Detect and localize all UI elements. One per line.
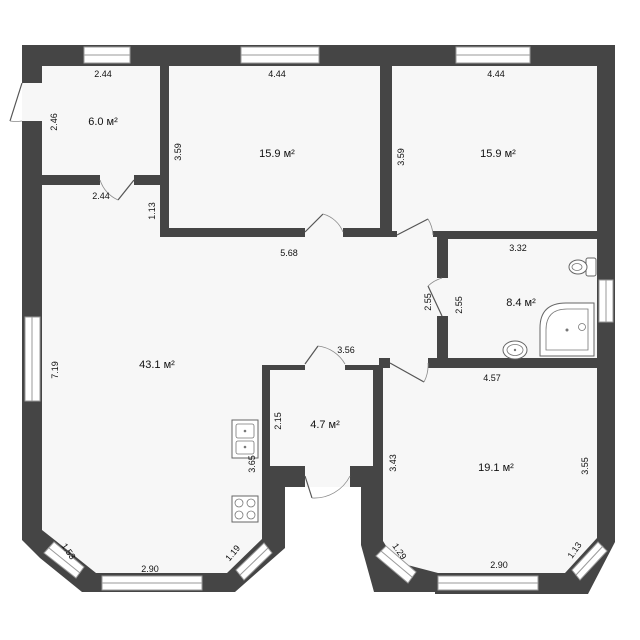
door-small-room-exterior xyxy=(9,82,23,122)
floor-small-room xyxy=(42,66,160,175)
floor-bedroom-2 xyxy=(392,66,597,231)
area-bedroom-1: 15.9 м² xyxy=(259,148,295,160)
dim-small-left: 2.46 xyxy=(49,113,59,131)
stove-icon xyxy=(231,495,259,523)
door-openings xyxy=(22,83,448,487)
dim-small-bottom: 2.44 xyxy=(92,191,110,201)
window-bedroom-3-bay-left xyxy=(375,545,417,584)
window-small-room xyxy=(83,46,131,64)
dim-bathroom-top: 3.32 xyxy=(509,243,527,253)
dim-bathroom-door-side: 2.55 xyxy=(423,293,433,311)
dim-small-top: 2.44 xyxy=(94,69,112,79)
doors xyxy=(9,82,443,499)
toilet-icon xyxy=(568,257,597,277)
window-bathroom xyxy=(598,279,614,323)
door-bedroom-1 xyxy=(304,213,344,233)
fixtures xyxy=(231,257,597,523)
window-bedroom-3-bay-bottom xyxy=(437,575,539,591)
door-bedroom-2 xyxy=(396,218,434,236)
door-bedroom-3 xyxy=(389,362,429,383)
window-living-bay-right xyxy=(235,542,273,581)
dim-bedroom-3-bay-bottom: 2.90 xyxy=(490,560,508,570)
dim-bedroom-3-right: 3.55 xyxy=(580,457,590,475)
area-storage: 4.7 м² xyxy=(310,419,340,431)
shower-icon xyxy=(539,302,595,357)
area-bedroom-3: 19.1 м² xyxy=(478,462,514,474)
dim-bedroom-1-top: 4.44 xyxy=(268,69,286,79)
dim-bedroom-3-left: 3.43 xyxy=(388,454,398,472)
dim-hall: 5.68 xyxy=(280,248,298,258)
dim-storage-left: 2.15 xyxy=(273,412,283,430)
kitchen-sink-icon xyxy=(231,419,259,459)
window-bedroom-1 xyxy=(240,46,320,64)
area-labels: 6.0 м² 15.9 м² 15.9 м² 8.4 м² 43.1 м² 4.… xyxy=(88,116,536,474)
area-bedroom-2: 15.9 м² xyxy=(480,148,516,160)
dim-bedroom-2-top: 4.44 xyxy=(487,69,505,79)
area-small-room: 6.0 м² xyxy=(88,116,118,128)
floor-living-kitchen xyxy=(42,185,437,573)
window-living-left xyxy=(24,316,41,402)
wash-basin-icon xyxy=(502,340,528,360)
window-living-bay-left xyxy=(43,541,85,579)
dim-wall-stub: 1.13 xyxy=(147,202,157,220)
dim-storage-top: 3.56 xyxy=(337,345,355,355)
door-storage-bottom xyxy=(304,475,351,499)
door-storage xyxy=(304,345,346,365)
room-floors xyxy=(42,66,597,573)
window-bedroom-2 xyxy=(455,46,531,64)
door-small-room xyxy=(99,179,135,201)
floor-storage xyxy=(270,370,373,466)
door-bathroom xyxy=(427,277,443,317)
area-bathroom: 8.4 м² xyxy=(506,297,536,309)
window-bedroom-3-bay-right xyxy=(571,541,608,581)
window-living-bay-bottom xyxy=(101,575,203,591)
windows xyxy=(24,46,614,591)
dim-bathroom-left: 2.55 xyxy=(454,296,464,314)
floor-bedroom-1 xyxy=(169,66,380,228)
floor-bedroom-3 xyxy=(383,368,597,573)
dim-bedroom-2-left: 3.59 xyxy=(396,148,406,166)
dim-living-left: 7.19 xyxy=(50,361,60,379)
dim-living-bay-bottom: 2.90 xyxy=(141,564,159,574)
dim-bedroom-3-top: 4.57 xyxy=(483,373,501,383)
dim-storage-right: 3.65 xyxy=(247,455,257,473)
area-living-kitchen: 43.1 м² xyxy=(139,359,175,371)
dim-bedroom-1-left: 3.59 xyxy=(173,143,183,161)
